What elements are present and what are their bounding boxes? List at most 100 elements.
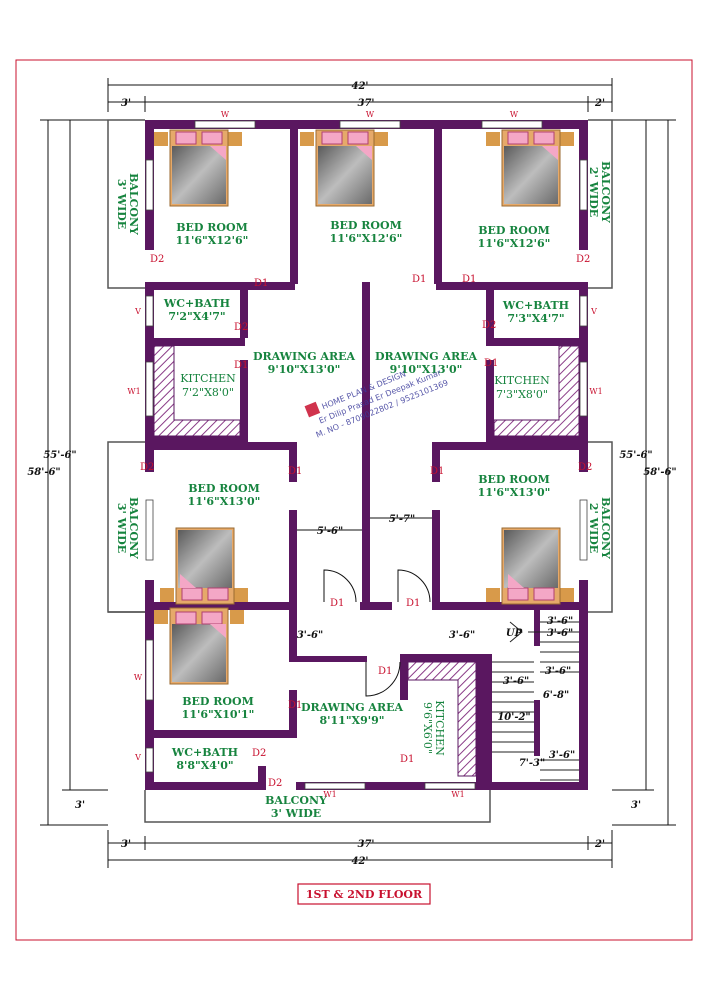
stair-up-label: UP	[506, 628, 523, 639]
drawing-left-size: 9'10"X13'0"	[268, 363, 341, 376]
dim-bottom-overall-width: 42'	[352, 856, 369, 867]
kitchen-left-name: KITCHEN	[180, 372, 236, 385]
kitchen-bottom-size: 9'6"X6'0"	[421, 702, 434, 754]
window-tag: W1	[589, 387, 602, 396]
dim-right-height: 55'-6"	[619, 450, 652, 461]
title-box	[297, 883, 431, 905]
kitchen-bottom-name: KITCHEN	[433, 700, 446, 756]
dim-bottom-right-height: 3'	[631, 800, 641, 811]
window-tag: W	[221, 110, 230, 119]
kitchen-right-size: 7'3"X8'0"	[496, 388, 548, 401]
bed-furniture-6	[154, 607, 244, 685]
door-tag: D1	[254, 278, 268, 289]
drawing-right-size: 9'10"X13'0"	[390, 363, 463, 376]
bedroom-2-name: BED ROOM	[330, 219, 402, 232]
vent-tag: V	[134, 753, 141, 762]
stair-dim-8: 3'-6"	[549, 750, 575, 761]
wc-left-size: 7'2"X4'7"	[168, 310, 225, 323]
vent-tag: V	[134, 307, 141, 316]
windows	[145, 120, 588, 790]
stair-dim-4: 3'-6"	[503, 676, 529, 687]
dim-gap-right: 3'-6"	[449, 630, 475, 641]
stair-dim-6: 10'-2"	[497, 712, 530, 723]
drawing-border	[15, 59, 693, 941]
door-tag: D1	[234, 360, 248, 371]
door-tag: D1	[484, 358, 498, 369]
balcony-bottom-size: 3' WIDE	[271, 807, 321, 820]
door-tag: D1	[288, 700, 302, 711]
door-tag: D1	[378, 666, 392, 677]
stair-dim-7: 7'-3"	[519, 758, 545, 769]
outline-lines	[107, 119, 613, 823]
door-tag: D1	[400, 754, 414, 765]
dim-passage-right: 5'-7"	[389, 514, 415, 525]
window-tag: W	[134, 673, 143, 682]
balcony-tr-name: BALCONY	[599, 161, 612, 223]
dim-inner-width: 37'	[358, 98, 375, 109]
dim-right-offset: 2'	[594, 98, 605, 109]
dim-bottom-left-height: 3'	[75, 800, 85, 811]
door-tag: D2	[482, 320, 496, 331]
balcony-ml-size: 3' WIDE	[115, 503, 128, 553]
staircase	[492, 621, 579, 781]
door-swings	[323, 569, 431, 697]
window-tag: W	[510, 110, 519, 119]
door-tag: D1	[406, 598, 420, 609]
stair-dim-2: 3'-6"	[547, 628, 573, 639]
bedroom-5-size: 11'6"X13'0"	[478, 486, 551, 499]
dim-left-overall-height: 58'-6"	[27, 467, 60, 478]
drawing-left-name: DRAWING AREA	[253, 350, 356, 363]
door-tag: D1	[288, 466, 302, 477]
door-tag: D1	[462, 274, 476, 285]
door-tag: D2	[578, 462, 592, 473]
floor-title: 1ST & 2ND FLOOR	[306, 888, 423, 901]
dim-left-offset: 3'	[121, 98, 131, 109]
kitchen-counters	[153, 345, 580, 777]
wc-right-size: 7'3"X4'7"	[507, 312, 564, 325]
bedroom-3-name: BED ROOM	[478, 224, 550, 237]
door-tag: D2	[268, 778, 282, 789]
door-tag: D2	[150, 254, 164, 265]
dim-bottom-left-offset: 3'	[121, 839, 131, 850]
dim-bottom-inner-width: 37'	[358, 839, 375, 850]
dim-overall-width: 42'	[352, 81, 369, 92]
dim-left-height: 55'-6"	[43, 450, 76, 461]
bedroom-6-size: 11'6"X10'1"	[182, 708, 255, 721]
door-window-tags: D2 D1 D1 D1 D2 D2 D2 D1 D1 D2 D1 D1 D2 D…	[127, 110, 602, 799]
bedroom-2-size: 11'6"X12'6"	[330, 232, 403, 245]
stair-dim-1: 3'-6"	[547, 616, 573, 627]
dim-right-overall-height: 58'-6"	[643, 467, 676, 478]
bed-furniture-4	[160, 527, 248, 605]
bed-furniture-2	[300, 129, 388, 207]
bedroom-4-name: BED ROOM	[188, 482, 260, 495]
stair-dim-5: 6'-8"	[543, 690, 569, 701]
door-tag: D2	[252, 748, 266, 759]
wc-bottom-size: 8'8"X4'0"	[176, 759, 233, 772]
bedroom-3-size: 11'6"X12'6"	[478, 237, 551, 250]
balcony-tl-size: 3' WIDE	[115, 179, 128, 229]
drawing-bottom-name: DRAWING AREA	[301, 701, 404, 714]
door-tag: D1	[430, 466, 444, 477]
window-tag: W	[366, 110, 375, 119]
bedroom-6-name: BED ROOM	[182, 695, 254, 708]
drawing-right-name: DRAWING AREA	[375, 350, 478, 363]
dim-gap-left: 3'-6"	[297, 630, 323, 641]
door-tag: D1	[412, 274, 426, 285]
balcony-tr-size: 2' WIDE	[587, 167, 600, 217]
balcony-mr-size: 2' WIDE	[587, 503, 600, 553]
balcony-bottom-name: BALCONY	[265, 794, 327, 807]
wc-left-name: WC+BATH	[163, 297, 230, 310]
dim-bottom-right-offset: 2'	[594, 839, 605, 850]
vent-tag: V	[590, 307, 597, 316]
watermark-logo-icon	[304, 401, 321, 418]
bed-furniture-3	[486, 129, 574, 207]
bed-furniture-1	[154, 129, 242, 207]
door-tag: D2	[576, 254, 590, 265]
kitchen-right-name: KITCHEN	[494, 374, 550, 387]
bed-furniture-5	[486, 527, 574, 605]
stair-dim-3: 3'-6"	[545, 666, 571, 677]
bedroom-5-name: BED ROOM	[478, 473, 550, 486]
window-tag: W1	[127, 387, 140, 396]
wc-right-name: WC+BATH	[502, 299, 569, 312]
